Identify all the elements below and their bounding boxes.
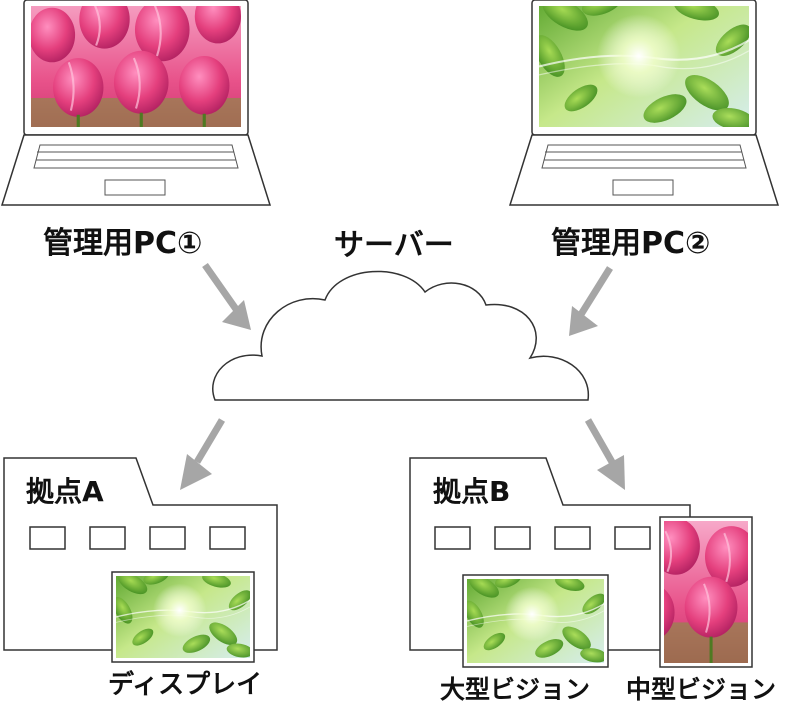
arrow-server-to-site-a bbox=[193, 418, 226, 464]
site-a-label: 拠点A bbox=[26, 475, 104, 508]
large-vision-label: 大型ビジョン bbox=[440, 675, 591, 704]
display-screen-leaves-photo bbox=[109, 566, 255, 664]
pc2-label: 管理用PC② bbox=[551, 226, 711, 261]
pc1-label: 管理用PC① bbox=[43, 226, 203, 261]
laptop-pc2 bbox=[508, 0, 780, 206]
arrows bbox=[180, 262, 625, 490]
arrow-pc2-to-server bbox=[577, 266, 613, 318]
laptop-pc1 bbox=[0, 0, 272, 206]
site-b-building bbox=[409, 457, 753, 669]
display-label: ディスプレイ bbox=[108, 670, 263, 700]
medium-vision-label: 中型ビジョン bbox=[626, 675, 777, 704]
pc1-screen-tulip-photo bbox=[29, 0, 241, 140]
server-cloud bbox=[212, 270, 589, 401]
arrow-server-to-site-b bbox=[584, 418, 616, 464]
server-label: サーバー bbox=[334, 228, 454, 263]
pc2-screen-leaves-photo bbox=[528, 0, 756, 140]
site-a-building bbox=[3, 457, 278, 664]
arrow-pc1-to-server bbox=[202, 262, 241, 315]
site-b-label: 拠点B bbox=[433, 475, 511, 508]
large-vision-screen-leaves-photo bbox=[460, 569, 609, 669]
